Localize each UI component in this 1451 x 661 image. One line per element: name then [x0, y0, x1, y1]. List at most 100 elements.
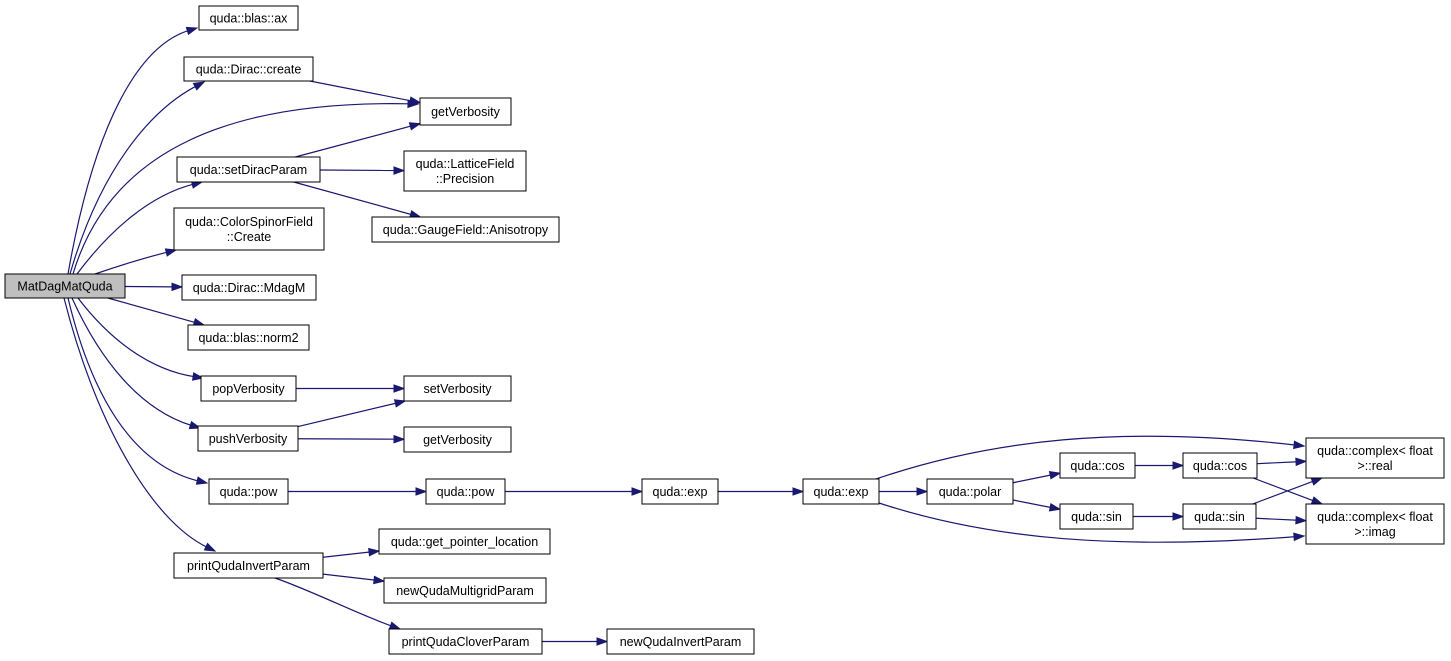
- node-popverb[interactable]: popVerbosity: [200, 375, 297, 402]
- node-root[interactable]: MatDagMatQuda: [4, 273, 126, 299]
- node-box: [197, 425, 299, 452]
- edge-setdiracparam-to-getverb1: [295, 122, 422, 158]
- edge-cos2-to-complex_real: [1256, 457, 1308, 467]
- node-sin2[interactable]: quda::sin: [1182, 503, 1257, 530]
- node-label: ::Precision: [436, 172, 494, 186]
- call-graph-edges: [63, 26, 1324, 646]
- node-box: [419, 97, 512, 126]
- node-getverb2[interactable]: getVerbosity: [403, 426, 512, 453]
- node-box: [1182, 452, 1258, 479]
- edge-pow1-to-pow2: [288, 487, 428, 496]
- node-label: quda::exp: [653, 485, 708, 499]
- edge-sin1-to-sin2: [1133, 512, 1185, 521]
- node-box: [173, 552, 324, 579]
- call-graph-nodes: MatDagMatQuda quda::blas::axquda::Dirac::…: [4, 5, 1445, 655]
- node-label: getVerbosity: [423, 433, 493, 447]
- edge-dirac_create-to-getverb1: [309, 80, 422, 105]
- node-box: [1305, 437, 1445, 479]
- node-getptrloc[interactable]: quda::get_pointer_location: [378, 528, 551, 555]
- node-newinvert[interactable]: newQudaInvertParam: [606, 628, 755, 655]
- node-label: quda::exp: [814, 485, 869, 499]
- node-exp2[interactable]: quda::exp: [802, 478, 880, 505]
- edge-exp1-to-exp2: [718, 487, 805, 496]
- edge-root-to-popverb: [77, 297, 205, 381]
- edge-printinvert-to-printclover: [274, 577, 402, 630]
- node-box: [200, 375, 297, 402]
- node-box: [371, 216, 560, 243]
- node-label: MatDagMatQuda: [17, 280, 112, 294]
- node-box: [802, 478, 880, 505]
- node-box: [606, 628, 755, 655]
- node-getverb1[interactable]: getVerbosity: [419, 97, 512, 126]
- node-label: quda::blas::ax: [210, 12, 289, 26]
- node-box: [1182, 503, 1257, 530]
- edge-root-to-dirac_create: [69, 81, 206, 275]
- node-box: [208, 478, 289, 505]
- node-box: [4, 273, 126, 299]
- edge-root-to-pow1: [67, 297, 209, 485]
- node-dirac-mdagm[interactable]: quda::Dirac::MdagM: [181, 274, 317, 301]
- node-exp1[interactable]: quda::exp: [641, 478, 719, 505]
- node-pow1[interactable]: quda::pow: [208, 478, 289, 505]
- node-pushverb[interactable]: pushVerbosity: [197, 425, 299, 452]
- node-label: getVerbosity: [431, 105, 501, 119]
- node-label: newQudaInvertParam: [620, 635, 742, 649]
- node-label: printQudaInvertParam: [187, 559, 310, 573]
- node-label: quda::Dirac::MdagM: [193, 281, 306, 295]
- node-box: [1059, 503, 1134, 530]
- node-csf-create[interactable]: quda::ColorSpinorField::Create: [173, 207, 325, 251]
- edge-exp2-to-complex_real: [875, 435, 1306, 480]
- node-cos2[interactable]: quda::cos: [1182, 452, 1258, 479]
- node-label: popVerbosity: [212, 382, 285, 396]
- edge-root-to-printinvert: [63, 297, 217, 552]
- node-setdiracparam[interactable]: quda::setDiracParam: [176, 156, 321, 183]
- node-box: [403, 375, 512, 402]
- edge-root-to-blas_norm2: [107, 297, 206, 327]
- node-blas-ax[interactable]: quda::blas::ax: [198, 5, 299, 31]
- node-box: [198, 5, 299, 31]
- edge-root-to-blas_ax: [67, 26, 199, 275]
- node-dirac-create[interactable]: quda::Dirac::create: [183, 56, 314, 82]
- edge-root-to-csf_create: [94, 248, 178, 275]
- node-label: quda::setDiracParam: [190, 163, 307, 177]
- node-setverb[interactable]: setVerbosity: [403, 375, 512, 402]
- node-label: newQudaMultigridParam: [396, 584, 534, 598]
- node-polar[interactable]: quda::polar: [926, 478, 1014, 505]
- node-box: [176, 156, 321, 183]
- node-box: [425, 478, 506, 505]
- node-label: quda::sin: [1071, 510, 1122, 524]
- node-label: quda::LatticeField: [416, 157, 515, 171]
- node-cos1[interactable]: quda::cos: [1059, 452, 1136, 479]
- edge-printclover-to-newinvert: [542, 637, 609, 646]
- node-lattice-precision[interactable]: quda::LatticeField::Precision: [403, 150, 527, 192]
- edge-exp2-to-complex_imag: [875, 501, 1306, 543]
- node-label: quda::pow: [220, 485, 279, 499]
- node-box: [403, 426, 512, 453]
- node-complex-imag[interactable]: quda::complex< float>::imag: [1305, 503, 1445, 545]
- node-printclover[interactable]: printQudaCloverParam: [388, 628, 543, 655]
- node-box: [173, 207, 325, 251]
- node-label: >::real: [1357, 459, 1392, 473]
- node-label: quda::pow: [437, 485, 496, 499]
- node-label: quda::cos: [1070, 459, 1124, 473]
- node-pow2[interactable]: quda::pow: [425, 478, 506, 505]
- node-label: quda::get_pointer_location: [391, 535, 538, 549]
- node-label: pushVerbosity: [209, 432, 288, 446]
- node-label: quda::cos: [1193, 459, 1247, 473]
- node-box: [383, 577, 547, 604]
- node-box: [181, 274, 317, 301]
- node-complex-real[interactable]: quda::complex< float>::real: [1305, 437, 1445, 479]
- node-gauge-aniso[interactable]: quda::GaugeField::Anisotropy: [371, 216, 560, 243]
- node-box: [403, 150, 527, 192]
- edge-pow2-to-exp1: [505, 487, 644, 496]
- node-label: quda::ColorSpinorField: [185, 215, 313, 229]
- node-label: quda::GaugeField::Anisotropy: [383, 223, 549, 237]
- edge-cos1-to-cos2: [1135, 461, 1185, 470]
- node-newmg[interactable]: newQudaMultigridParam: [383, 577, 547, 604]
- node-box: [641, 478, 719, 505]
- node-blas-norm2[interactable]: quda::blas::norm2: [187, 324, 310, 351]
- node-printinvert[interactable]: printQudaInvertParam: [173, 552, 324, 579]
- node-label: printQudaCloverParam: [402, 635, 530, 649]
- node-sin1[interactable]: quda::sin: [1059, 503, 1134, 530]
